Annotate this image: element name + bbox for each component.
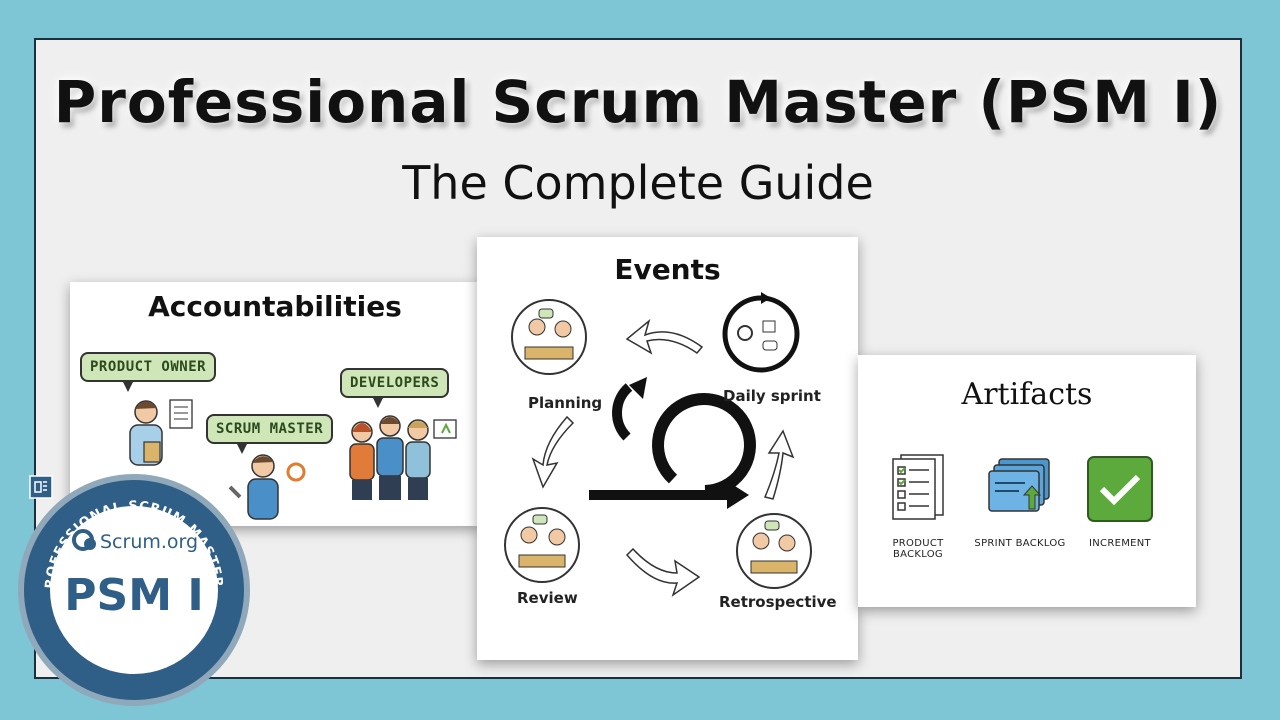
developers-figure	[349, 415, 457, 500]
psm-badge: PROFESSIONAL SCRUM MASTER I Scrum.org PS…	[14, 470, 250, 706]
review-meeting-icon	[504, 507, 580, 583]
artifact-increment: INCREMENT	[1074, 455, 1166, 549]
artifact-sprint-backlog: SPRINT BACKLOG	[974, 455, 1066, 549]
increment-check-icon	[1087, 456, 1153, 522]
scrum-cycle-diagram	[504, 292, 812, 597]
badge-brand: Scrum.org	[100, 531, 198, 553]
product-backlog-label: PRODUCT BACKLOG	[892, 538, 944, 560]
event-daily-sprint-label: Daily sprint	[723, 387, 821, 405]
events-title: Events	[614, 253, 721, 286]
people-illustration	[129, 399, 457, 520]
artifact-product-backlog: PRODUCT BACKLOG	[872, 453, 964, 560]
sprint-backlog-icon	[988, 458, 1050, 512]
event-retrospective-label: Retrospective	[719, 593, 837, 611]
role-developers: DEVELOPERS	[340, 368, 450, 408]
daily-sprint-cycle-icon	[722, 292, 800, 373]
badge-level: PSM I	[64, 570, 203, 621]
sprint-backlog-label: SPRINT BACKLOG	[974, 538, 1066, 549]
planning-meeting-icon	[511, 299, 587, 375]
artifacts-card: Artifacts PRODUCT BACKLOG SPRINT BACKLOG	[858, 355, 1196, 607]
role-product-owner: PRODUCT OWNER	[80, 352, 217, 392]
product-backlog-icon	[892, 454, 944, 520]
page-subtitle: The Complete Guide	[402, 156, 874, 210]
sprint-loop-icon	[589, 377, 756, 509]
role-scrum-master: SCRUM MASTER	[206, 414, 334, 454]
accountabilities-title: Accountabilities	[148, 290, 402, 323]
scrumorg-logo-icon	[72, 529, 96, 551]
scrum-master-figure	[228, 454, 306, 520]
product-owner-figure	[129, 399, 193, 466]
arrow-planning-to-review	[531, 415, 575, 489]
arrow-daily-to-planning	[625, 318, 704, 355]
event-review-label: Review	[517, 589, 578, 607]
events-card: Events	[477, 237, 858, 660]
increment-label: INCREMENT	[1089, 538, 1151, 549]
page-title: Professional Scrum Master (PSM I)	[53, 68, 1223, 136]
retrospective-meeting-icon	[736, 513, 812, 589]
arrow-review-to-retro	[625, 547, 701, 597]
arrow-retro-to-daily	[763, 429, 795, 500]
artifacts-title: Artifacts	[961, 377, 1093, 412]
event-planning-label: Planning	[528, 394, 603, 412]
